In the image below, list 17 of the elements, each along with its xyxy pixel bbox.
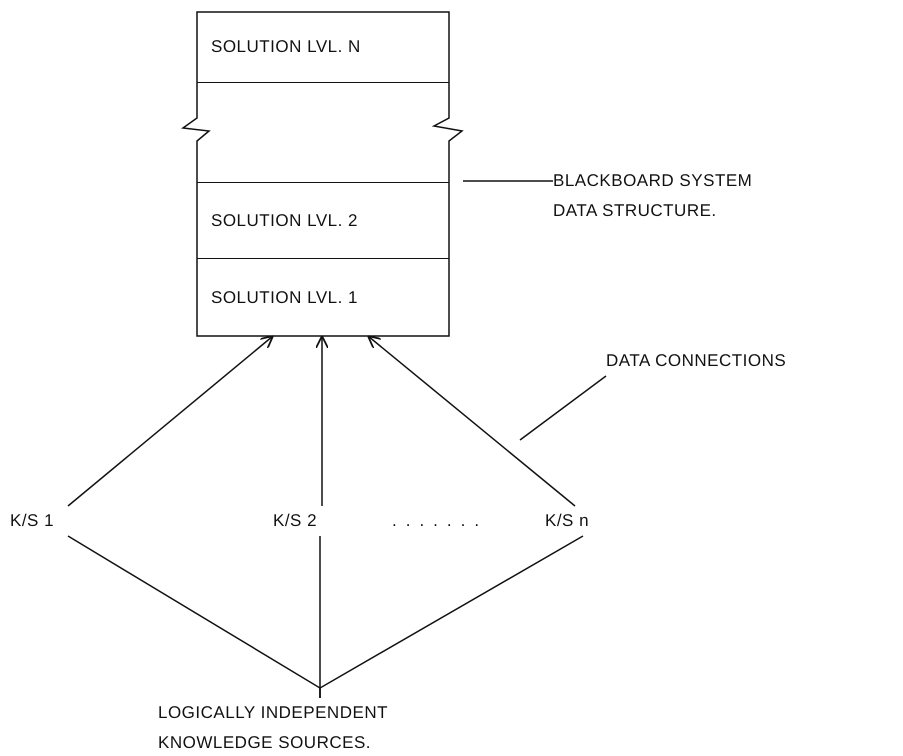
level-label: SOLUTION LVL. N xyxy=(211,36,361,58)
callout-text: DATA CONNECTIONS xyxy=(606,350,788,372)
source-label: K/S 1 xyxy=(10,510,56,532)
source-label: K/S n xyxy=(545,510,590,532)
callout-text: LOGICALLY INDEPENDENT KNOWLEDGE SOURCES. xyxy=(158,702,389,754)
level-label: SOLUTION LVL. 1 xyxy=(211,286,358,308)
connector-line xyxy=(319,535,584,698)
arrow xyxy=(367,335,576,507)
level-label: SOLUTION LVL. 2 xyxy=(211,210,358,232)
ellipsis-dots: ....... xyxy=(392,510,488,532)
leader-line xyxy=(520,375,606,441)
callout-text: BLACKBOARD SYSTEM DATA STRUCTURE. xyxy=(553,170,753,222)
arrow xyxy=(68,335,274,507)
arrow xyxy=(315,335,329,506)
blackboard-stack xyxy=(183,12,463,337)
source-label: K/S 2 xyxy=(273,510,318,532)
leader-line xyxy=(463,180,553,182)
